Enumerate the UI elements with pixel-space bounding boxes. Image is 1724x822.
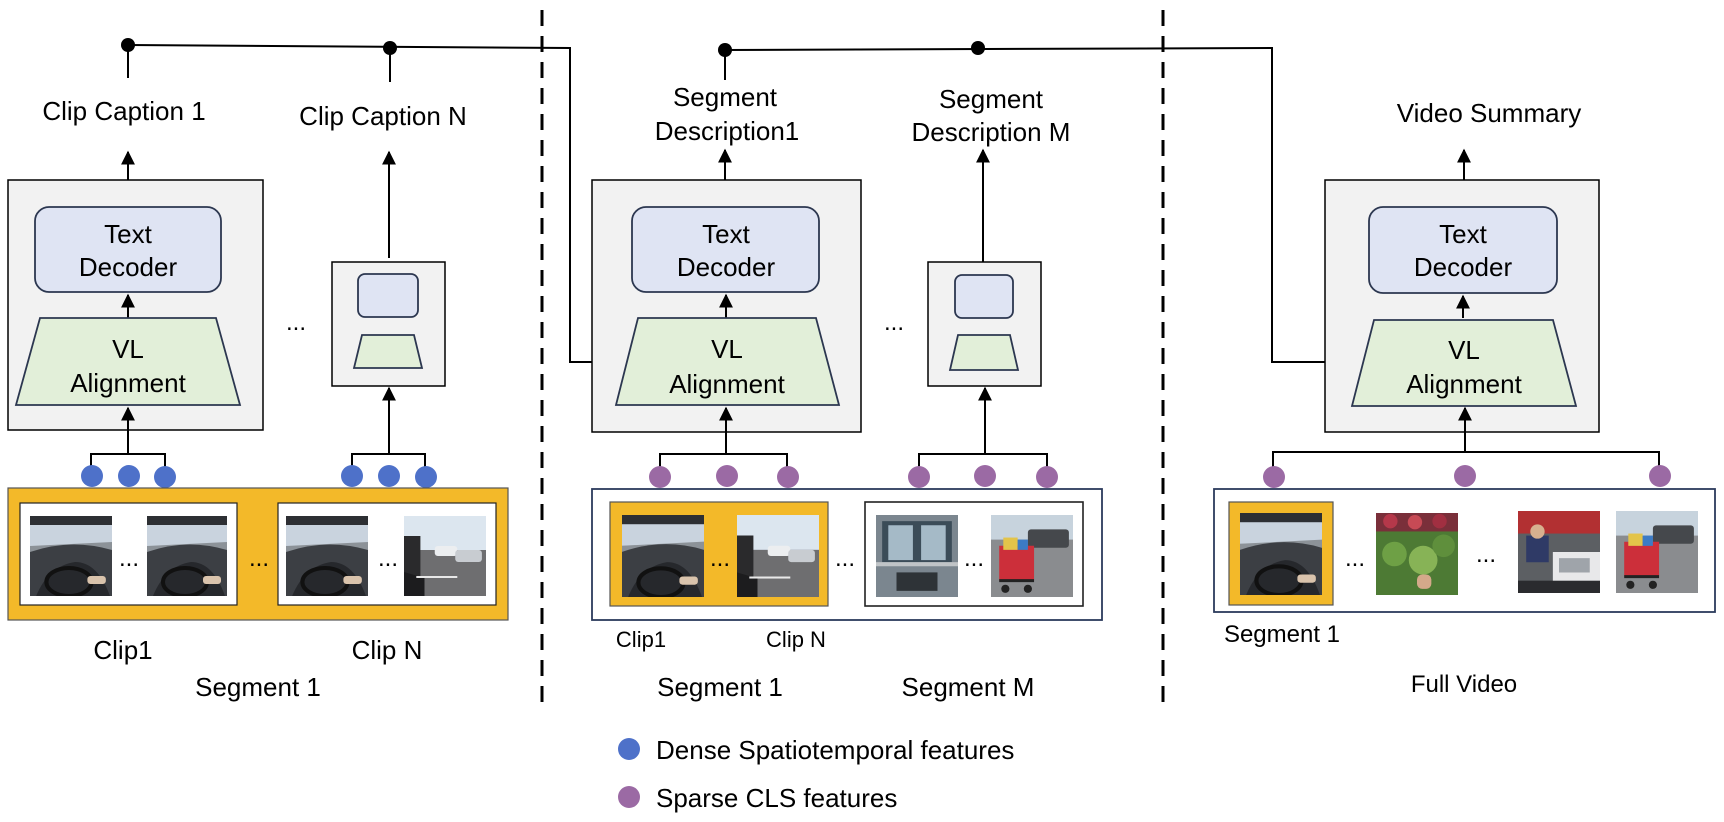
legend-dense-label: Dense Spatiotemporal features	[656, 735, 1014, 765]
full-video-label: Full Video	[1411, 671, 1517, 698]
segment-description-1-label-line2: Description1	[655, 116, 800, 146]
shopping-cart-frame-icon	[1616, 511, 1698, 593]
vl-alignment-label-line2: Alignment	[1406, 369, 1522, 399]
module-ellipsis-1: ...	[286, 309, 306, 336]
frame-ellipsis: ...	[1476, 541, 1496, 568]
frame-ellipsis: ...	[1345, 545, 1365, 572]
clip-n-label: Clip N	[766, 627, 826, 652]
driving-road-frame-icon	[147, 516, 227, 596]
frame-ellipsis: ...	[378, 545, 398, 572]
segment-1-label: Segment 1	[657, 672, 783, 702]
text-decoder-m	[954, 274, 1014, 319]
vl-alignment-3	[1350, 319, 1578, 407]
store-entrance-frame-icon	[876, 515, 958, 597]
module-ellipsis-2: ...	[884, 309, 904, 336]
segment-description-m-label-line2: Description M	[912, 117, 1071, 147]
text-decoder-label-line1: Text	[702, 219, 750, 249]
text-decoder-label-line2: Decoder	[1414, 252, 1513, 282]
sparse-feature-legend-dot	[618, 786, 640, 808]
segment-m-label: Segment M	[902, 672, 1035, 702]
vl-alignment-label-line1: VL	[112, 334, 144, 364]
panel-clip-captioning: Clip Caption 1 Clip Caption N Text Decod…	[7, 96, 509, 702]
text-decoder-label-line1: Text	[104, 219, 152, 249]
dense-feature-dots-1	[81, 465, 437, 488]
video-summary-label: Video Summary	[1397, 98, 1582, 128]
driving-road-frame-icon	[30, 516, 112, 596]
segment-to-video-connector	[718, 41, 1358, 369]
parking-lot-frame-icon	[404, 516, 486, 596]
clip-n-label: Clip N	[352, 635, 423, 665]
text-decoder-label-line2: Decoder	[677, 252, 776, 282]
dense-feature-legend-dot	[618, 738, 640, 760]
vl-alignment-label-line1: VL	[1448, 335, 1480, 365]
frame-ellipsis: ...	[964, 545, 984, 572]
text-decoder-1	[34, 206, 222, 293]
clip-caption-n-label: Clip Caption N	[299, 101, 467, 131]
segment-description-m-label-line1: Segment	[939, 84, 1044, 114]
frame-ellipsis: ...	[119, 545, 139, 572]
vl-alignment-1	[14, 317, 242, 406]
text-decoder-label-line2: Decoder	[79, 252, 178, 282]
legend-sparse-label: Sparse CLS features	[656, 783, 897, 813]
clip1-label: Clip1	[616, 627, 666, 652]
vl-alignment-n	[352, 334, 424, 369]
panel-segment-description: Segment Description1 Segment Description…	[591, 82, 1103, 702]
sparse-feature-dots-2	[649, 465, 1058, 488]
legend: Dense Spatiotemporal features Sparse CLS…	[618, 735, 1014, 813]
segment-description-1-label-line1: Segment	[673, 82, 778, 112]
shopping-cart-frame-icon	[991, 515, 1073, 597]
sparse-feature-dots-3	[1263, 465, 1671, 488]
clip-caption-1-label: Clip Caption 1	[42, 96, 205, 126]
segment-ellipsis: ...	[835, 545, 855, 572]
segment-1-label: Segment 1	[195, 672, 321, 702]
produce-frame-icon	[1376, 513, 1458, 595]
panel-video-summary: Video Summary Text Decoder VL Alignment …	[1213, 98, 1716, 698]
parking-lot-frame-icon	[737, 515, 819, 597]
text-decoder-3	[1368, 206, 1558, 294]
driving-road-frame-icon	[1240, 513, 1322, 595]
text-decoder-n	[357, 273, 419, 318]
clip1-label: Clip1	[93, 635, 152, 665]
vl-alignment-m	[948, 334, 1020, 371]
text-decoder-2	[631, 206, 820, 293]
vl-alignment-label-line2: Alignment	[70, 368, 186, 398]
vl-alignment-2	[614, 317, 841, 406]
vl-alignment-label-line2: Alignment	[669, 369, 785, 399]
frame-ellipsis: ...	[710, 545, 730, 572]
segment-1-label: Segment 1	[1224, 621, 1340, 648]
vl-alignment-label-line1: VL	[711, 334, 743, 364]
checkout-frame-icon	[1518, 511, 1600, 593]
clip-ellipsis: ...	[249, 545, 269, 572]
text-decoder-label-line1: Text	[1439, 219, 1487, 249]
driving-road-frame-icon	[622, 515, 704, 597]
driving-road-frame-icon	[286, 516, 368, 596]
